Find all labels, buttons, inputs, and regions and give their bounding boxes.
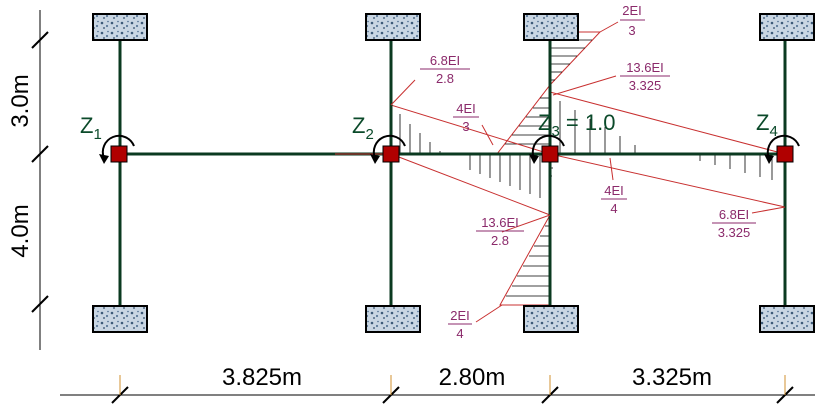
- fixed-support-bottom-3: [523, 305, 579, 333]
- span-label-1: 3.825m: [222, 364, 302, 391]
- node-label-z4: Z4: [756, 110, 778, 140]
- joint-z1: [110, 145, 128, 163]
- svg-text:4EI: 4EI: [456, 101, 476, 116]
- svg-text:3: 3: [628, 23, 635, 38]
- height-label-bottom: 4.0m: [7, 204, 34, 257]
- joint-z3: [541, 145, 559, 163]
- svg-text:4: 4: [456, 326, 463, 341]
- svg-text:13.6EI: 13.6EI: [626, 60, 664, 75]
- node-label-z2: Z2: [352, 113, 374, 143]
- svg-text:2EI: 2EI: [450, 308, 470, 323]
- svg-text:13.6EI: 13.6EI: [481, 215, 519, 230]
- moment-label-6-8ei-2-8: 6.8EI 2.8: [420, 53, 470, 86]
- moment-label-13-6ei-3-325-top: 13.6EI 3.325: [620, 60, 670, 93]
- svg-text:3: 3: [462, 119, 469, 134]
- svg-text:3.325: 3.325: [629, 78, 662, 93]
- svg-text:4: 4: [610, 201, 617, 216]
- moment-label-2ei-4: 2EI 4: [448, 308, 472, 341]
- fixed-support-top-2: [365, 13, 421, 41]
- height-label-top: 3.0m: [7, 74, 34, 127]
- moment-label-2ei-3-top: 2EI 3: [620, 3, 645, 38]
- moment-label-4ei-3: 4EI 3: [453, 101, 479, 134]
- frame-members: [118, 28, 787, 320]
- span-label-3: 3.325m: [632, 364, 712, 391]
- moment-label-13-6ei-2-8: 13.6EI 2.8: [476, 215, 524, 248]
- rotation-arrowheads: [99, 154, 774, 164]
- svg-text:2EI: 2EI: [622, 3, 642, 18]
- fixed-support-bottom-1: [92, 305, 148, 333]
- moment-label-6-8ei-3-325: 6.8EI 3.325: [712, 207, 756, 240]
- node-label-z3: Z3 = 1.0: [538, 110, 615, 140]
- joint-z2: [382, 145, 400, 163]
- svg-text:2.8: 2.8: [436, 71, 454, 86]
- joint-z4: [776, 145, 794, 163]
- svg-text:3.325: 3.325: [718, 225, 751, 240]
- fixed-support-bottom-2: [365, 305, 421, 333]
- supports: [92, 13, 815, 333]
- leader-arrows: [390, 21, 786, 323]
- rotation-arrows: [101, 134, 800, 159]
- joints: [110, 145, 794, 163]
- svg-text:6.8EI: 6.8EI: [430, 53, 460, 68]
- svg-text:6.8EI: 6.8EI: [719, 207, 749, 222]
- fixed-support-top-4: [759, 13, 815, 41]
- fixed-support-bottom-4: [759, 305, 815, 333]
- fixed-support-top-1: [92, 13, 148, 41]
- span-label-2: 2.80m: [439, 364, 506, 391]
- moment-label-4ei-4: 4EI 4: [601, 183, 627, 216]
- fixed-support-top-3: [523, 13, 579, 41]
- dimension-lines: [31, 10, 815, 404]
- svg-text:2.8: 2.8: [491, 233, 509, 248]
- svg-text:4EI: 4EI: [604, 183, 624, 198]
- node-label-z1: Z1: [80, 113, 102, 143]
